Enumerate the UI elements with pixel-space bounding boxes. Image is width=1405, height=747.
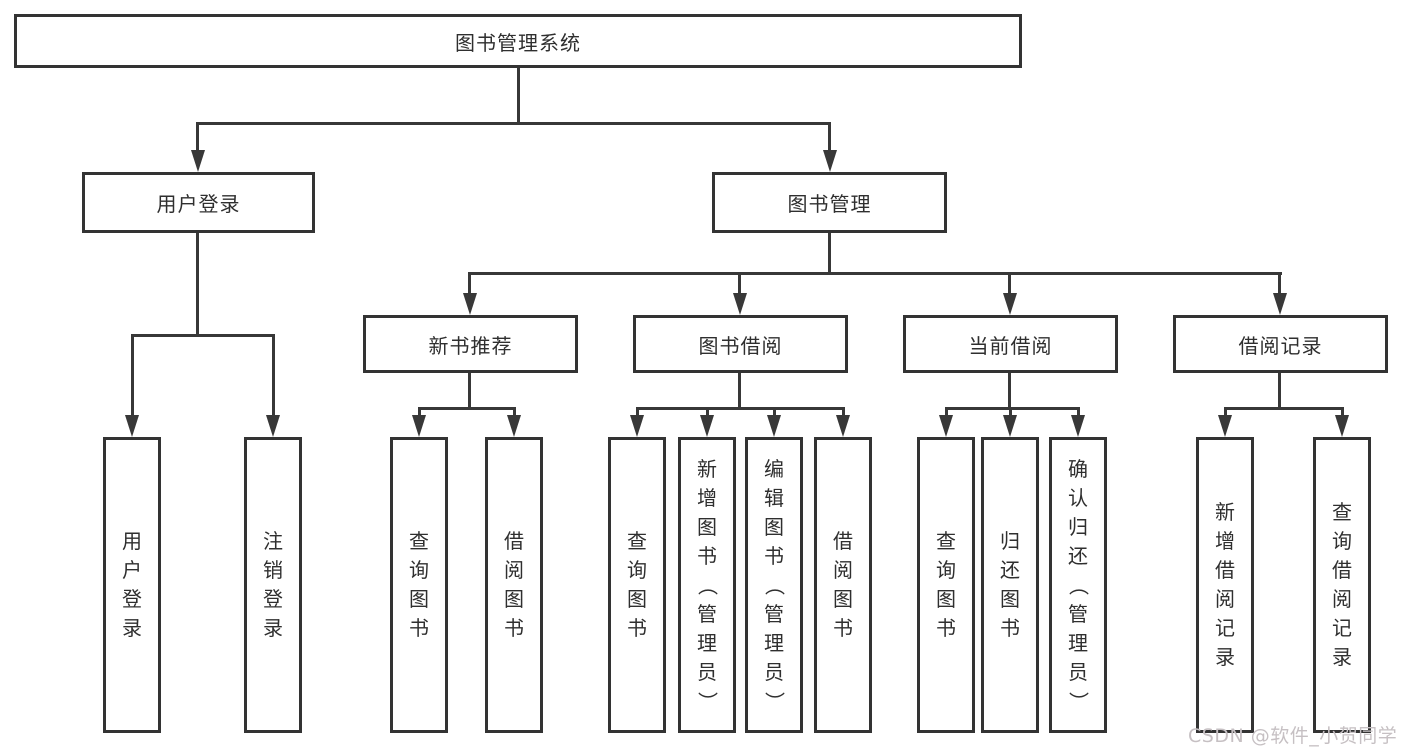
arrowhead-borrow-leaf4 xyxy=(836,415,850,437)
connector-stem-newbook-leaf1 xyxy=(418,407,421,419)
arrowhead-user-login xyxy=(191,150,205,172)
arrowhead-current-leaf1 xyxy=(939,415,953,437)
connector-newbook-drop xyxy=(468,373,471,410)
node-label: 图书借阅 xyxy=(698,333,783,358)
connector-current-drop xyxy=(1008,373,1011,410)
node-label: 新书推荐 xyxy=(428,333,513,358)
connector-stem-newbook-leaf2 xyxy=(513,407,516,419)
leaf-newbook-query: 查询图书 xyxy=(390,437,448,733)
arrowhead-login-leaf1 xyxy=(125,415,139,437)
leaf-borrow-add-admin: 新增图书（管理员） xyxy=(678,437,736,733)
connector-login-rail xyxy=(131,334,275,337)
arrowhead-borrow-leaf1 xyxy=(630,415,644,437)
node-book-borrow: 图书借阅 xyxy=(633,315,848,373)
connector-newbook-rail xyxy=(418,407,515,410)
connector-root-rail xyxy=(197,122,831,125)
connector-stem-current-borrow xyxy=(1008,272,1011,295)
node-label: 借阅记录 xyxy=(1238,333,1323,358)
arrowhead-new-book xyxy=(463,293,477,315)
node-user-login: 用户登录 xyxy=(82,172,315,233)
node-label: 当前借阅 xyxy=(968,333,1053,358)
connector-mgmt-drop xyxy=(828,233,831,275)
connector-stem-current-leaf1 xyxy=(945,407,948,419)
connector-root-drop xyxy=(517,68,520,122)
connector-stem-current-leaf3 xyxy=(1077,407,1080,419)
arrowhead-borrow-leaf3 xyxy=(767,415,781,437)
arrowhead-current-leaf2 xyxy=(1003,415,1017,437)
arrowhead-current-borrow xyxy=(1003,293,1017,315)
connector-stem-borrow-leaf4 xyxy=(842,407,845,419)
connector-stem-borrow-leaf1 xyxy=(636,407,639,419)
connector-stem-book-borrow xyxy=(738,272,741,295)
arrowhead-newbook-leaf1 xyxy=(412,415,426,437)
leaf-current-confirm-admin: 确认归还（管理员） xyxy=(1049,437,1107,733)
connector-stem-login-leaf1 xyxy=(131,334,134,417)
connector-records-drop xyxy=(1278,373,1281,410)
node-label: 图书管理系统 xyxy=(455,30,581,55)
connector-stem-book-mgmt xyxy=(828,122,831,152)
connector-records-rail xyxy=(1224,407,1343,410)
connector-stem-borrow-leaf3 xyxy=(773,407,776,419)
csdn-watermark: CSDN @软件_小贺同学 xyxy=(1188,725,1398,747)
connector-login-drop xyxy=(196,233,199,337)
connector-stem-current-leaf2 xyxy=(1009,407,1012,419)
connector-stem-records-leaf2 xyxy=(1341,407,1344,419)
leaf-borrow-query: 查询图书 xyxy=(608,437,666,733)
connector-mgmt-rail xyxy=(469,272,1282,275)
connector-current-rail xyxy=(945,407,1079,410)
arrowhead-borrow-leaf2 xyxy=(700,415,714,437)
leaf-borrow-borrow: 借阅图书 xyxy=(814,437,872,733)
connector-stem-records-leaf1 xyxy=(1224,407,1227,419)
arrowhead-book-borrow xyxy=(733,293,747,315)
leaf-records-add: 新增借阅记录 xyxy=(1196,437,1254,733)
node-borrow-records: 借阅记录 xyxy=(1173,315,1388,373)
leaf-records-query: 查询借阅记录 xyxy=(1313,437,1371,733)
node-system-root: 图书管理系统 xyxy=(14,14,1022,68)
connector-stem-new-book xyxy=(468,272,471,295)
connector-stem-borrow-leaf2 xyxy=(706,407,709,419)
connector-stem-login-leaf2 xyxy=(272,334,275,417)
arrowhead-current-leaf3 xyxy=(1071,415,1085,437)
leaf-newbook-borrow: 借阅图书 xyxy=(485,437,543,733)
arrowhead-book-mgmt xyxy=(823,150,837,172)
node-label: 图书管理 xyxy=(787,192,872,216)
arrowhead-records-leaf2 xyxy=(1335,415,1349,437)
node-new-book: 新书推荐 xyxy=(363,315,578,373)
leaf-logout: 注销登录 xyxy=(244,437,302,733)
connector-borrow-drop xyxy=(738,373,741,410)
arrowhead-records-leaf1 xyxy=(1218,415,1232,437)
node-book-mgmt: 图书管理 xyxy=(712,172,947,233)
arrowhead-login-leaf2 xyxy=(266,415,280,437)
leaf-user-login: 用户登录 xyxy=(103,437,161,733)
leaf-borrow-edit-admin: 编辑图书（管理员） xyxy=(745,437,803,733)
leaf-current-return: 归还图书 xyxy=(981,437,1039,733)
connector-borrow-rail xyxy=(636,407,844,410)
connector-stem-user-login xyxy=(196,122,199,152)
node-current-borrow: 当前借阅 xyxy=(903,315,1118,373)
arrowhead-newbook-leaf2 xyxy=(507,415,521,437)
arrowhead-borrow-records xyxy=(1273,293,1287,315)
connector-stem-borrow-records xyxy=(1278,272,1281,295)
node-label: 用户登录 xyxy=(156,192,241,216)
leaf-current-query: 查询图书 xyxy=(917,437,975,733)
